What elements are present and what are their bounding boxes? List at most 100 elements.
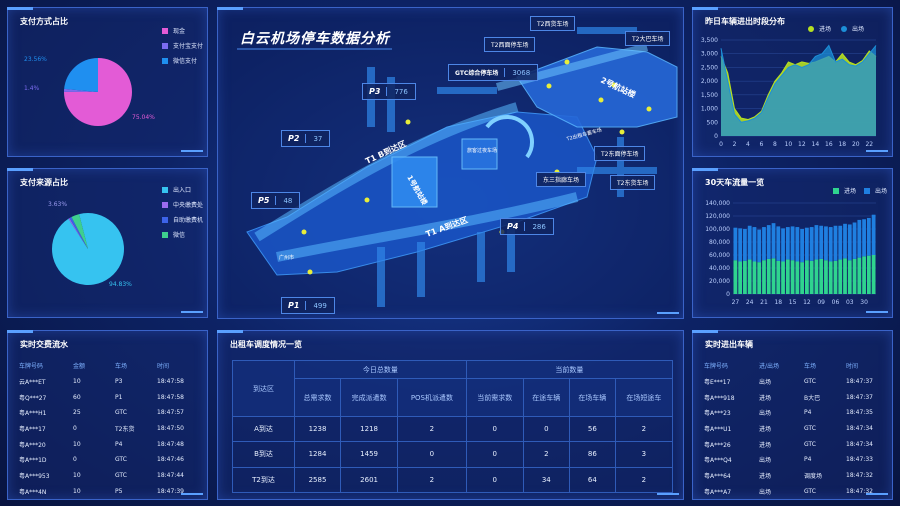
x-tick-label: 06 [832,299,840,306]
row-name: T2到达 [232,466,295,494]
pie-slice [64,58,98,92]
x-tick-label: 22 [865,141,873,148]
bar-out [743,229,747,261]
y-tick-label: 2,500 [701,64,718,71]
legend-item[interactable]: 出入口 [162,185,203,194]
table-row[interactable]: A到达 1238 1218 2 0 0 56 2 [232,415,674,443]
cell: 2585 [293,466,342,494]
bar-out [828,227,833,262]
legend-item[interactable]: 现金 [162,26,203,35]
x-tick-label: 21 [760,299,768,306]
cell: 2 [397,466,467,494]
lot-label[interactable]: T2西面停车场 [484,37,536,52]
parking-value: 499 [313,301,327,310]
y-tick-label: 3,000 [701,51,718,58]
bar-out [785,227,790,260]
parking-tag-p1[interactable]: P1 499 [281,297,335,314]
parking-label: P1 [282,301,307,310]
legend-item[interactable]: 出场 [864,186,887,195]
bar-in [814,259,819,294]
table-cell: B大巴 [804,394,821,402]
lot-label[interactable]: T2西货车场 [530,16,576,31]
bar-in [762,260,766,294]
lot-label[interactable]: T2东货车场 [610,175,656,190]
y-tick-label: 140,000 [705,200,730,207]
bar-out [809,227,814,261]
table-cell: 18:47:32 [846,472,873,480]
x-tick-label: 30 [860,299,868,306]
bar-in [733,260,738,294]
panel-title: 支付来源占比 [20,178,68,187]
bar-in [833,260,838,294]
lot-label[interactable]: T2大巴车场 [625,31,671,46]
column-header: 在途车辆 [522,378,570,417]
legend-item[interactable]: 微信 [162,230,203,239]
table-row[interactable]: T2到达 2585 2601 2 0 34 64 2 [232,466,674,494]
legend-label: 微信支付 [173,58,198,65]
table-cell: 粤A***A7 [704,488,732,496]
bar-out [762,227,766,261]
table-header: 车牌号码进/出场车场时间 [704,358,894,374]
legend-item[interactable]: 进场 [833,186,856,195]
lot-label[interactable]: 东三指廊车场 [536,172,587,187]
legend-item[interactable]: 自助缴费机 [162,215,203,224]
table-cell: GTC [115,409,127,417]
legend-item[interactable]: 进场 [808,24,831,33]
bar-out [747,225,752,260]
x-tick-label: 14 [812,141,820,148]
bar-in [805,260,809,294]
table-cell: 18:47:44 [157,472,184,480]
legend-item[interactable]: 中央缴费处 [162,200,203,209]
legend-item[interactable]: 微信支付 [162,56,203,65]
x-tick-label: 24 [746,299,754,306]
lot-label[interactable]: T2东面停车场 [594,146,646,161]
cell: 0 [522,415,570,443]
overnight-lot [461,138,498,170]
pie-slice [69,217,88,249]
legend-item[interactable]: 出场 [841,24,864,33]
bar-out [833,225,838,261]
bar-in [828,261,833,294]
legend-label: 支付宝支付 [173,43,204,50]
table-cell: 出场 [759,488,772,496]
table-cell: 60 [73,393,81,401]
parking-value: 3068 [512,68,531,77]
parking-value: 48 [283,196,293,205]
bar-in [738,261,743,294]
table-cell: 出场 [759,379,772,387]
y-tick-label: 1,000 [701,106,718,113]
column-header: 完成派遣数 [340,378,399,417]
panel-corner [7,330,33,333]
bar-in [852,258,857,294]
bar-in [800,262,804,294]
legend-item[interactable]: 支付宝支付 [162,41,203,50]
bar-in [795,261,800,294]
taxi-panel: 出租车调度情况一览 到达区 今日总数量 当前数量 总需求数 完成派遣数 POS机… [217,330,684,500]
bar-in [866,255,871,294]
table-row[interactable]: B到达 1284 1459 0 0 2 86 3 [232,441,674,468]
table-cell: GTC [804,425,816,433]
y-tick-label: 3,500 [701,37,718,44]
y-tick-label: 0 [714,133,718,140]
